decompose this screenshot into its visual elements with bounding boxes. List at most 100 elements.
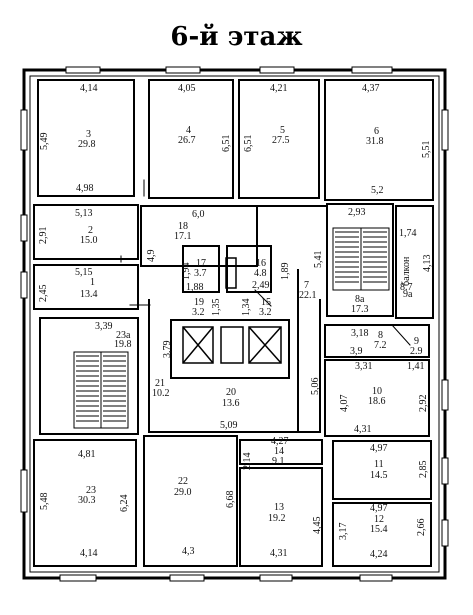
- room-20-area: 13.6: [222, 398, 240, 409]
- room-23a-dim-top: 3,39: [95, 321, 113, 332]
- room-1-number: 1: [90, 277, 95, 288]
- room-17-number: 17: [196, 258, 206, 269]
- room-22-dim-bottom: 4,3: [182, 546, 195, 557]
- room-3-number: 3: [86, 129, 91, 140]
- room-22-area: 29.0: [174, 487, 192, 498]
- outer-wall-inner-line: [29, 75, 440, 573]
- room-3-dim-bottom: 4,98: [76, 183, 94, 194]
- room-21-area: 10.2: [152, 388, 170, 399]
- room-2-number: 2: [88, 225, 93, 236]
- room-12-dim-top: 4,97: [370, 503, 388, 514]
- room-4-area: 26.7: [178, 135, 196, 146]
- room-11-dim-right: 2,85: [418, 461, 429, 479]
- room-16-area: 4.8: [254, 268, 267, 279]
- room-2-dim-left: 2,91: [38, 227, 49, 245]
- room-22-number: 22: [178, 476, 188, 487]
- room-8a-area: 17.3: [351, 304, 369, 315]
- room-13-dim-bottom: 4,31: [270, 548, 288, 559]
- room-15-area: 3.2: [259, 307, 272, 318]
- room-23a-area: 19.8: [114, 339, 132, 350]
- room-5-dim-top: 4,21: [270, 83, 288, 94]
- room-14-dim-left: 2,14: [242, 453, 253, 471]
- room-5-dim-left: 6,51: [243, 135, 254, 153]
- room-11-area: 14.5: [370, 470, 388, 481]
- room-4-number: 4: [186, 125, 191, 136]
- room-2-area: 15.0: [80, 235, 98, 246]
- central-walls: [140, 205, 326, 433]
- room-4-dim-right: 6,51: [221, 135, 232, 153]
- room-23-dim-right: 6,24: [119, 495, 130, 513]
- room-23-area: 30.3: [78, 495, 96, 506]
- room-12-area: 15.4: [370, 524, 388, 535]
- room-11-number: 11: [374, 459, 384, 470]
- room-9a-number: 9a: [403, 289, 413, 300]
- room-3-dim-left: 5,49: [39, 133, 50, 151]
- room-3-area: 29.8: [78, 139, 96, 150]
- room-10-dim-top: 3,31: [355, 361, 373, 372]
- top-row-walls: [37, 79, 434, 201]
- stairs-right: [332, 227, 390, 291]
- room-9a-dim-right: 4,13: [422, 255, 433, 273]
- room-14-area: 9.1: [272, 456, 285, 467]
- room-10-dim-left: 4,07: [339, 395, 350, 413]
- room-3-dim-top: 4,14: [80, 83, 98, 94]
- room-19-number: 19: [194, 297, 204, 308]
- room-12-number: 12: [374, 514, 384, 525]
- room-13-number: 13: [274, 502, 284, 513]
- room-8-dim-bottom: 3,9: [350, 346, 363, 357]
- room-10-dim-right: 2,92: [418, 395, 429, 413]
- room-8a-dim-top: 2,93: [348, 207, 366, 218]
- room-18-dim-left: 4,9: [146, 250, 157, 263]
- room-22-dim-right: 6,68: [225, 491, 236, 509]
- room-10-area: 18.6: [368, 396, 386, 407]
- room-18-dim-top: 6,0: [192, 209, 205, 220]
- room-23-dim-left: 5,48: [39, 493, 50, 511]
- room-20-number: 20: [226, 387, 236, 398]
- room-15-dim: 1,34: [241, 299, 252, 317]
- room-10-number: 10: [372, 386, 382, 397]
- room-19-dim: 1,35: [211, 299, 222, 317]
- room-1-dim-left: 2,45: [38, 285, 49, 303]
- room-9-area: 2.9: [410, 346, 423, 357]
- room-6-area: 31.8: [366, 136, 384, 147]
- room-8-number: 8: [378, 330, 383, 341]
- room-23-number: 23: [86, 485, 96, 496]
- room-17-area: 3.7: [194, 268, 207, 279]
- room-9a-area: 8.7: [400, 282, 413, 293]
- bottom-row-walls: [143, 435, 323, 567]
- room-8-area: 7.2: [374, 340, 387, 351]
- room-17-dim-bottom: 1,88: [186, 282, 204, 293]
- room-6-dim-bottom: 5,2: [371, 185, 384, 196]
- room-1-area: 13.4: [80, 289, 98, 300]
- room-7-area: 22.1: [299, 290, 317, 301]
- room-4-dim-top: 4,05: [178, 83, 196, 94]
- elevator-shafts: [182, 257, 282, 364]
- windows: [20, 66, 449, 582]
- room-9a-dim-top: 1,74: [399, 228, 417, 239]
- room-7-number: 7: [304, 280, 309, 291]
- room-16-dim-right: 1,89: [280, 263, 291, 281]
- room-12-dim-left: 3,17: [338, 523, 349, 541]
- left-column-walls: [33, 204, 139, 567]
- floor-title: 6-й этаж: [170, 22, 303, 52]
- room-20-dim-right: 5,06: [310, 378, 321, 396]
- room-10-dim-bottom: 4,31: [354, 424, 372, 435]
- room-6-dim-top: 4,37: [362, 83, 380, 94]
- room-18-number: 18: [178, 221, 188, 232]
- room-16-number: 16: [256, 258, 266, 269]
- right-column-walls: [324, 203, 434, 567]
- room-18-area: 17.1: [174, 231, 192, 242]
- room-13-dim-right: 4,45: [312, 517, 323, 535]
- room-14-number: 14: [274, 446, 284, 457]
- room-23-dim-top: 4,81: [78, 449, 96, 460]
- room-12-dim-bottom: 4,24: [370, 549, 388, 560]
- room-23a-dim-right: 3,79: [162, 341, 173, 359]
- room-23a-number: 23a: [116, 330, 131, 341]
- room-6-number: 6: [374, 126, 379, 137]
- room-7-dim-right: 5,41: [313, 251, 324, 269]
- room-9-dim: 1,41: [407, 361, 425, 372]
- room-16-dim-bottom: 2,49: [252, 280, 270, 291]
- room-15-number: 15: [261, 297, 271, 308]
